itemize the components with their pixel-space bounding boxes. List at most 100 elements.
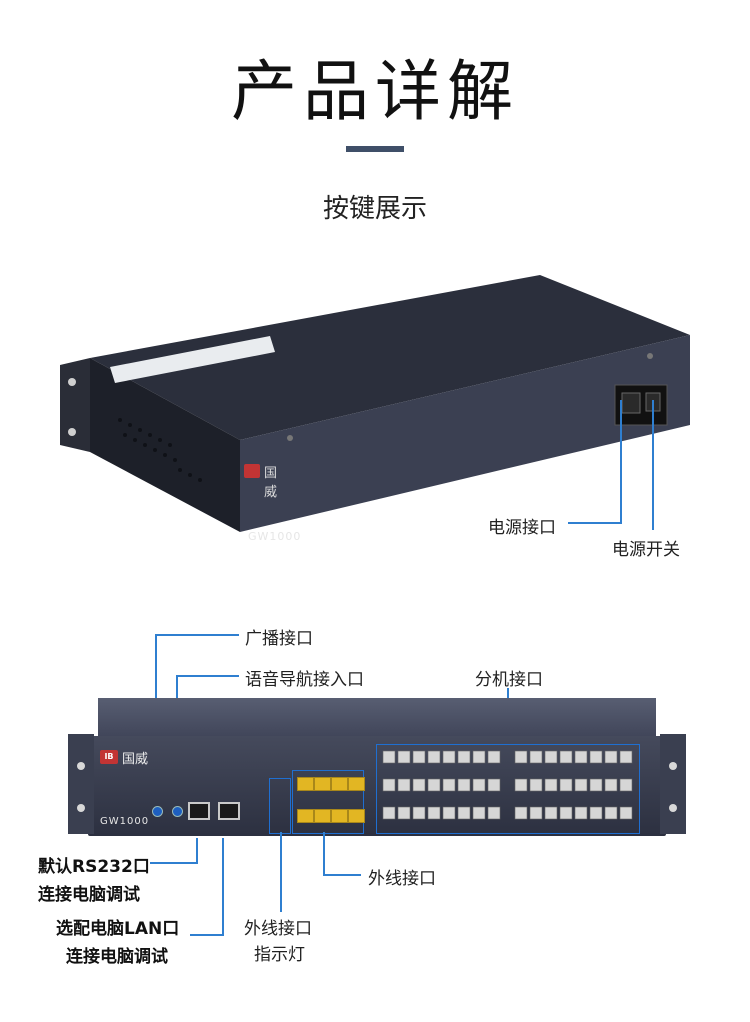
front-model-label: GW1000 <box>100 816 150 827</box>
extension-port <box>412 750 426 764</box>
rack-ear-hole <box>68 428 76 436</box>
rs232-label-2: 连接电脑调试 <box>38 885 140 905</box>
extension-port <box>574 750 588 764</box>
extension-port <box>589 750 603 764</box>
extension-port <box>529 806 543 820</box>
chassis-top <box>98 698 656 736</box>
extension-port <box>457 806 471 820</box>
extension-port <box>427 806 441 820</box>
extension-port <box>529 778 543 792</box>
lan-port <box>218 802 240 820</box>
rear-device-illustration <box>60 275 690 532</box>
extension-port <box>619 806 633 820</box>
extension-port <box>472 806 486 820</box>
rack-ear <box>60 358 90 452</box>
extension-port-grid <box>382 750 633 820</box>
extension-port <box>487 778 501 792</box>
extension-port <box>427 750 441 764</box>
callout-line-lan <box>222 838 224 936</box>
extension-port <box>487 750 501 764</box>
section-subtitle: 按键展示 <box>322 194 427 224</box>
extension-port <box>619 750 633 764</box>
rack-ear-right <box>660 734 686 834</box>
extension-port <box>604 750 618 764</box>
extension-port <box>457 778 471 792</box>
callout-line-rs232 <box>196 838 198 864</box>
extension-port <box>382 806 396 820</box>
rs232-label-1: 默认RS232口 <box>38 857 150 877</box>
extension-port <box>487 806 501 820</box>
extension-port <box>544 806 558 820</box>
callout-line-trunk-led <box>280 832 282 912</box>
extension-port <box>544 778 558 792</box>
extension-port <box>559 750 573 764</box>
extension-label: 分机接口 <box>475 670 543 690</box>
extension-port <box>544 750 558 764</box>
front-brand-label: 国威 <box>122 752 149 767</box>
page-title: 产品详解 <box>231 53 519 130</box>
extension-port <box>574 806 588 820</box>
extension-port <box>514 778 528 792</box>
extension-port <box>514 750 528 764</box>
ivr-port <box>172 806 183 817</box>
callout-line-power-switch <box>652 400 654 530</box>
vent-grille <box>118 418 202 482</box>
device-top-surface <box>90 275 690 440</box>
screw <box>647 353 653 359</box>
brand-logo-icon: IB <box>100 750 118 764</box>
lan-label-1: 选配电脑LAN口 <box>56 919 180 939</box>
front-device-illustration: IB 国威 GW1000 <box>68 698 686 848</box>
extension-port <box>589 806 603 820</box>
extension-port <box>604 806 618 820</box>
trunk-led-label-1: 外线接口 <box>244 919 312 939</box>
extension-port <box>412 778 426 792</box>
callout-line-power-port <box>620 400 622 523</box>
broadcast-port <box>152 806 163 817</box>
screw <box>287 435 293 441</box>
extension-port <box>514 806 528 820</box>
rear-model-label: GW1000 <box>248 530 302 543</box>
extension-port <box>472 778 486 792</box>
lan-label-2: 连接电脑调试 <box>66 947 168 967</box>
rs232-port <box>188 802 210 820</box>
title-underline <box>346 146 404 152</box>
device-back-panel <box>240 335 690 532</box>
callout-line-broadcast-h <box>155 634 239 636</box>
device-left-side <box>90 358 240 532</box>
extension-port <box>559 778 573 792</box>
trunk-label: 外线接口 <box>368 869 436 889</box>
callout-line-trunk-h <box>323 874 361 876</box>
extension-port <box>442 806 456 820</box>
callout-line-trunk <box>323 832 325 876</box>
trunk-led-label-2: 指示灯 <box>254 945 305 965</box>
extension-port <box>442 750 456 764</box>
broadcast-label: 广播接口 <box>245 629 313 649</box>
extension-port <box>619 778 633 792</box>
callout-line-rs232-h <box>150 862 198 864</box>
extension-port-box <box>376 744 640 834</box>
extension-port <box>382 778 396 792</box>
extension-port <box>574 778 588 792</box>
extension-port <box>442 778 456 792</box>
trunk-led-box <box>269 778 291 834</box>
power-port-label: 电源接口 <box>488 518 556 538</box>
callout-line-lan-h <box>190 934 224 936</box>
extension-port <box>382 750 396 764</box>
extension-port <box>604 778 618 792</box>
extension-port <box>397 806 411 820</box>
extension-port <box>457 750 471 764</box>
extension-port <box>559 806 573 820</box>
power-socket <box>621 392 641 414</box>
ivr-label: 语音导航接入口 <box>245 670 364 690</box>
extension-port <box>529 750 543 764</box>
spec-sticker <box>110 336 275 383</box>
extension-port <box>397 778 411 792</box>
extension-port <box>472 750 486 764</box>
extension-port <box>427 778 441 792</box>
callout-line-ivr-h <box>176 675 239 677</box>
extension-port <box>397 750 411 764</box>
power-switch-label: 电源开关 <box>612 540 680 560</box>
callout-line-power-port-h <box>568 522 622 524</box>
extension-port <box>589 778 603 792</box>
extension-port <box>412 806 426 820</box>
